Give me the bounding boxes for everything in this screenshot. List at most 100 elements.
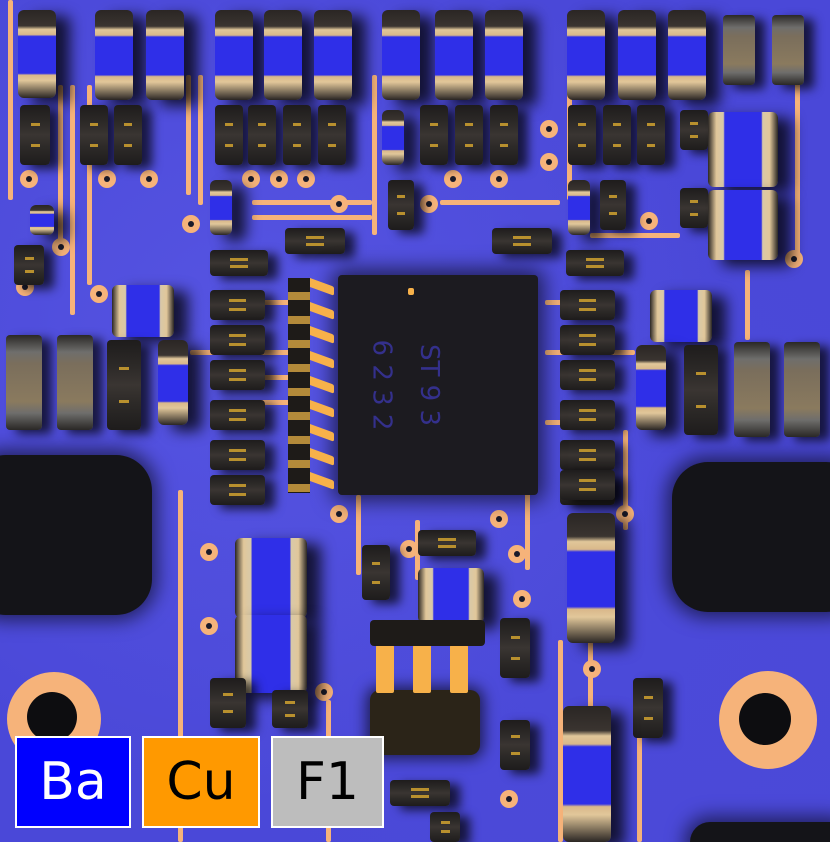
via xyxy=(98,170,116,188)
sot-pin xyxy=(450,645,468,693)
legend-item-ba: Ba xyxy=(15,736,131,828)
capacitor xyxy=(435,10,473,100)
element-legend: Ba Cu F1 xyxy=(15,736,384,828)
chip-marking-line2: 6 2 3 2 xyxy=(366,339,397,431)
sot-package xyxy=(370,690,480,755)
resistor xyxy=(80,105,108,165)
resistor-horizontal xyxy=(566,250,624,276)
trace xyxy=(590,233,680,238)
resistor xyxy=(455,105,483,165)
resistor-horizontal xyxy=(560,470,615,500)
capacitor-large xyxy=(708,190,778,260)
chip-pin xyxy=(308,301,334,320)
sot-pin xyxy=(376,645,394,693)
resistor xyxy=(318,105,346,165)
capacitor-large xyxy=(563,706,611,842)
bottom-right-shadow xyxy=(690,822,830,842)
resistor xyxy=(20,105,50,165)
capacitor-large xyxy=(235,538,307,618)
trace xyxy=(558,640,563,842)
via xyxy=(330,195,348,213)
via xyxy=(540,153,558,171)
chip-pin xyxy=(308,423,334,442)
mounting-hole xyxy=(719,671,817,769)
resistor xyxy=(568,105,596,165)
resistor xyxy=(637,105,665,165)
resistor xyxy=(283,105,311,165)
resistor-horizontal xyxy=(210,325,265,355)
trace xyxy=(260,375,295,380)
capacitor-large xyxy=(708,112,778,187)
capacitor-large xyxy=(567,513,615,643)
resistor xyxy=(114,105,142,165)
legend-label: Ba xyxy=(39,752,107,812)
trace xyxy=(440,200,560,205)
capacitor xyxy=(567,10,605,100)
legend-item-f1: F1 xyxy=(271,736,384,828)
right-cutout xyxy=(672,462,830,612)
resistor-horizontal xyxy=(285,228,345,254)
via xyxy=(200,617,218,635)
capacitor xyxy=(112,285,174,337)
trace xyxy=(252,200,372,205)
resistor xyxy=(420,105,448,165)
via xyxy=(500,790,518,808)
via xyxy=(140,170,158,188)
via xyxy=(616,505,634,523)
resistor xyxy=(107,340,141,430)
resistor xyxy=(680,110,708,150)
capacitor xyxy=(18,10,56,98)
via xyxy=(444,170,462,188)
trace xyxy=(637,700,642,842)
capacitor-small xyxy=(382,110,404,165)
trace xyxy=(186,75,191,195)
resistor xyxy=(210,678,246,728)
capacitor xyxy=(418,568,484,623)
resistor-horizontal xyxy=(210,400,265,430)
via xyxy=(640,212,658,230)
resistor-horizontal xyxy=(210,290,265,320)
resistor xyxy=(362,545,390,600)
trace xyxy=(260,300,295,305)
chip-pin xyxy=(308,471,334,490)
resistor xyxy=(388,180,414,230)
legend-label: F1 xyxy=(296,752,359,812)
legend-label: Cu xyxy=(166,752,236,812)
resistor-grey xyxy=(723,15,755,85)
capacitor xyxy=(215,10,253,100)
trace xyxy=(372,75,377,235)
capacitor xyxy=(264,10,302,100)
resistor-grey xyxy=(6,335,42,430)
trace xyxy=(70,85,75,315)
trace xyxy=(58,85,63,255)
resistor-horizontal xyxy=(210,250,268,276)
resistor xyxy=(490,105,518,165)
capacitor xyxy=(95,10,133,100)
via xyxy=(182,215,200,233)
resistor-horizontal xyxy=(492,228,552,254)
resistor-horizontal xyxy=(210,440,265,470)
resistor xyxy=(680,188,708,228)
chip-pin-marker xyxy=(408,288,414,295)
capacitor-small xyxy=(568,180,590,235)
resistor-horizontal xyxy=(560,440,615,470)
via xyxy=(90,285,108,303)
via xyxy=(508,545,526,563)
resistor xyxy=(500,618,530,678)
resistor xyxy=(430,812,460,842)
via xyxy=(785,250,803,268)
resistor xyxy=(600,180,626,230)
via xyxy=(490,510,508,528)
chip-marking-line1: ST 9 3 xyxy=(414,344,444,426)
resistor-horizontal xyxy=(210,360,265,390)
via xyxy=(242,170,260,188)
resistor-horizontal xyxy=(390,780,450,806)
via xyxy=(270,170,288,188)
trace xyxy=(87,85,92,285)
trace xyxy=(198,75,203,205)
trace xyxy=(795,75,800,255)
capacitor-small xyxy=(210,180,232,235)
via xyxy=(20,170,38,188)
via xyxy=(540,120,558,138)
